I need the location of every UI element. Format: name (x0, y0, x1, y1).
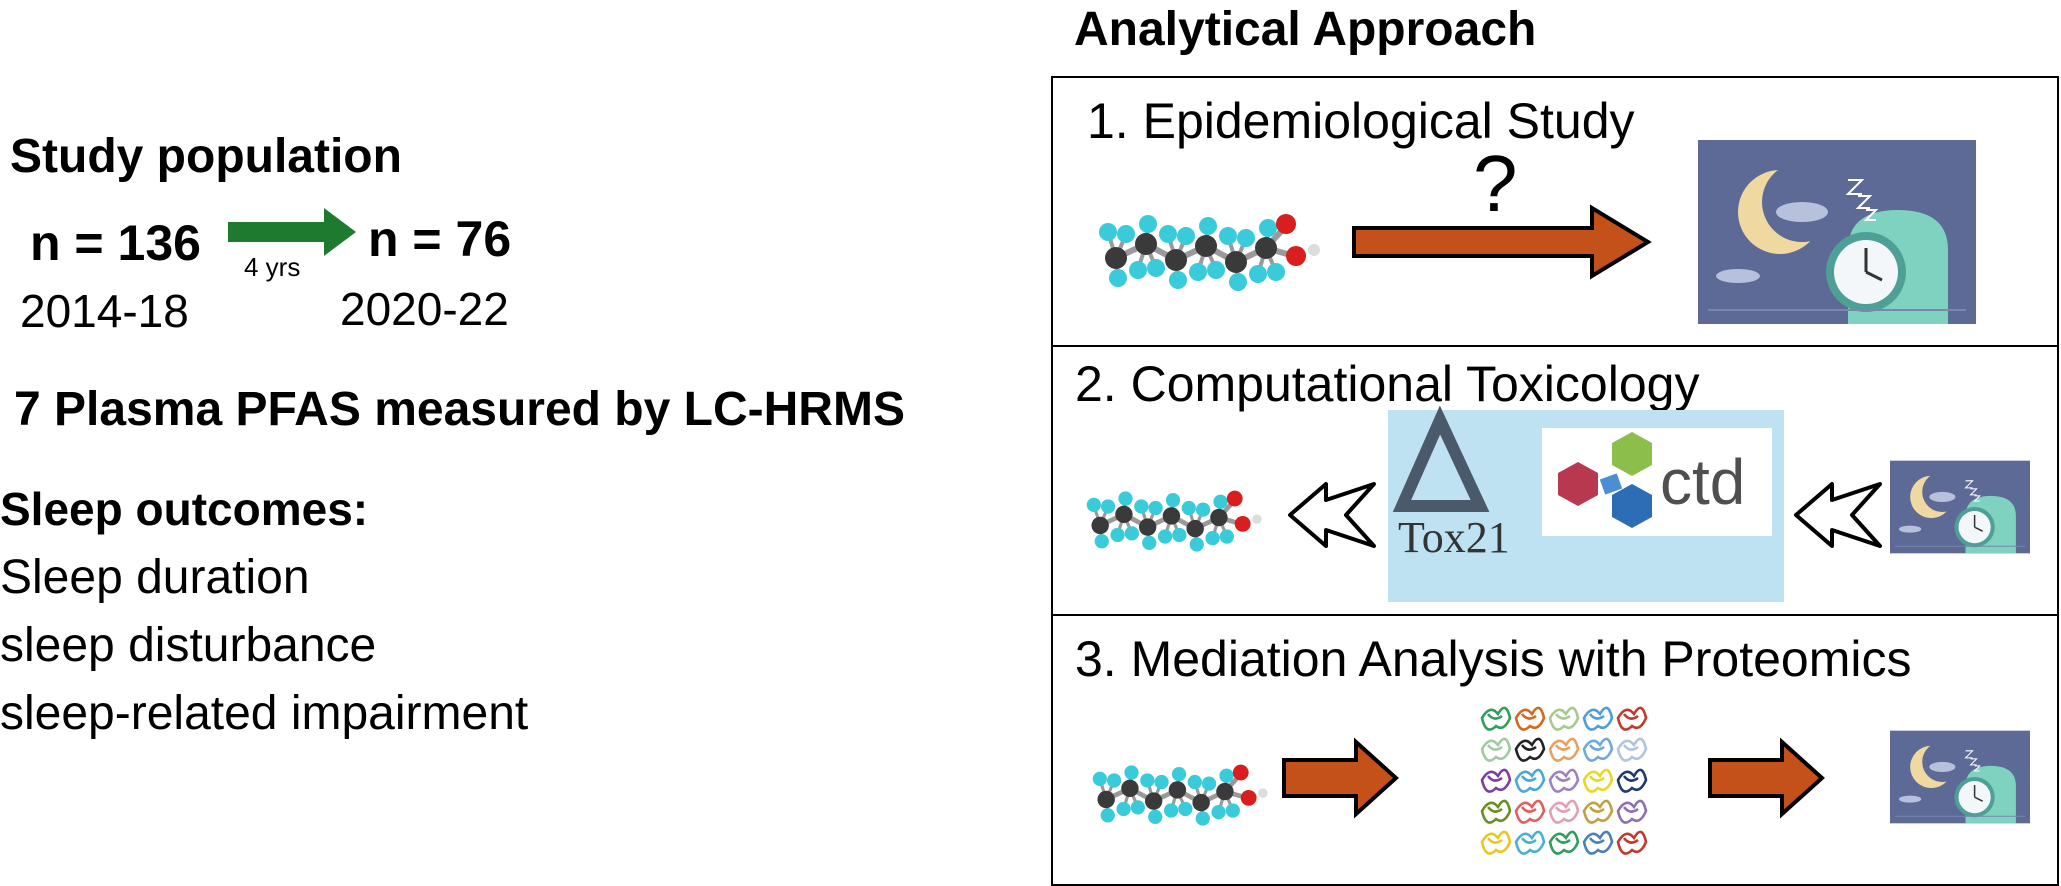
baseline-years: 2014-18 (20, 285, 189, 337)
followup-arrow-icon (228, 208, 356, 256)
question-mark: ? (1473, 139, 1518, 228)
outcome-sleep-disturbance: sleep disturbance (0, 619, 377, 672)
panel-computational-toxicology: 2. Computational Toxicology (1051, 345, 2059, 616)
panel-mediation-proteomics: 3. Mediation Analysis with Proteomics (1051, 614, 2059, 886)
followup-interval: 4 yrs (244, 252, 301, 282)
outcome-sleep-duration: Sleep duration (0, 551, 310, 604)
tox21-logo-text: Tox21 (1398, 513, 1510, 562)
panel-1-title: 1. Epidemiological Study (1087, 93, 1635, 149)
panel-2-title: 2. Computational Toxicology (1075, 356, 1700, 412)
bidirectional-arrow-left-icon (1288, 482, 1376, 548)
orange-arrow-icon (1352, 204, 1652, 280)
ctd-logo-text: ctd (1660, 446, 1745, 518)
pfas-molecule-icon (1086, 490, 1262, 552)
analytical-approach-heading: Analytical Approach (1074, 3, 1537, 56)
study-population-heading: Study population (10, 130, 402, 183)
bidirectional-arrow-right-icon (1794, 482, 1882, 548)
pfas-molecule-icon (1099, 214, 1320, 291)
baseline-n: n = 136 (30, 215, 201, 271)
sleep-clock-icon (1698, 140, 1976, 324)
tox21-logo-icon: Tox21 (1392, 405, 1510, 562)
ctd-logo-icon: ctd (1558, 432, 1745, 528)
followup-n: n = 76 (368, 211, 512, 267)
sleep-outcomes-heading: Sleep outcomes: (0, 483, 369, 535)
sleep-clock-icon (1890, 460, 2030, 554)
outcome-sleep-impairment: sleep-related impairment (0, 687, 529, 740)
orange-arrow-icon (1282, 737, 1399, 819)
sleep-clock-icon (1890, 730, 2030, 824)
pfas-measurement-label: 7 Plasma PFAS measured by LC-HRMS (14, 383, 905, 436)
protein-grid-icon (1480, 706, 1648, 855)
panel-3-title: 3. Mediation Analysis with Proteomics (1075, 631, 1912, 687)
orange-arrow-icon (1708, 737, 1825, 819)
followup-years: 2020-22 (340, 283, 509, 335)
pfas-molecule-icon (1092, 764, 1268, 826)
